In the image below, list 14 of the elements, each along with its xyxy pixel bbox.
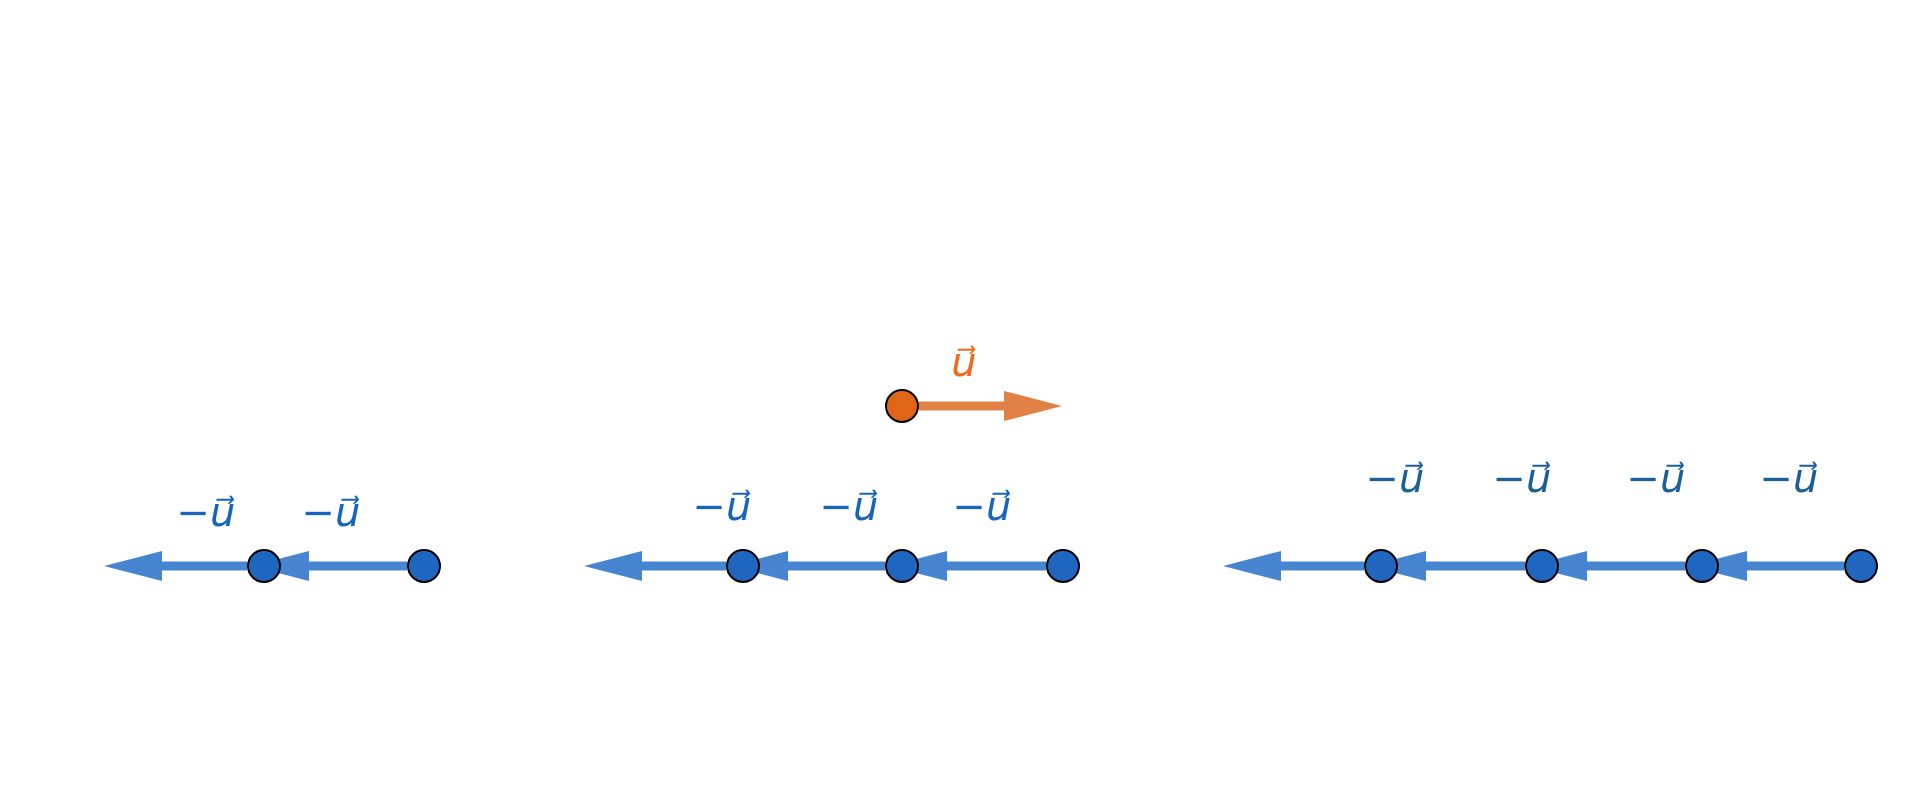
edge-label: −u⃗ (819, 486, 879, 526)
edge-label: u⃗ (951, 342, 977, 382)
edge-label: −u⃗ (1759, 458, 1819, 498)
arrow (584, 551, 726, 581)
edge-label: −u⃗ (176, 492, 236, 532)
edge-label: −u⃗ (301, 492, 361, 532)
edge-label: −u⃗ (1492, 458, 1552, 498)
edge-label: −u⃗ (1626, 458, 1686, 498)
arrow (919, 391, 1062, 421)
edge-label: −u⃗ (692, 486, 752, 526)
edge-label: −u⃗ (952, 486, 1012, 526)
arrow (1223, 551, 1364, 581)
arrow (104, 551, 247, 581)
edge-label: −u⃗ (1365, 458, 1425, 498)
